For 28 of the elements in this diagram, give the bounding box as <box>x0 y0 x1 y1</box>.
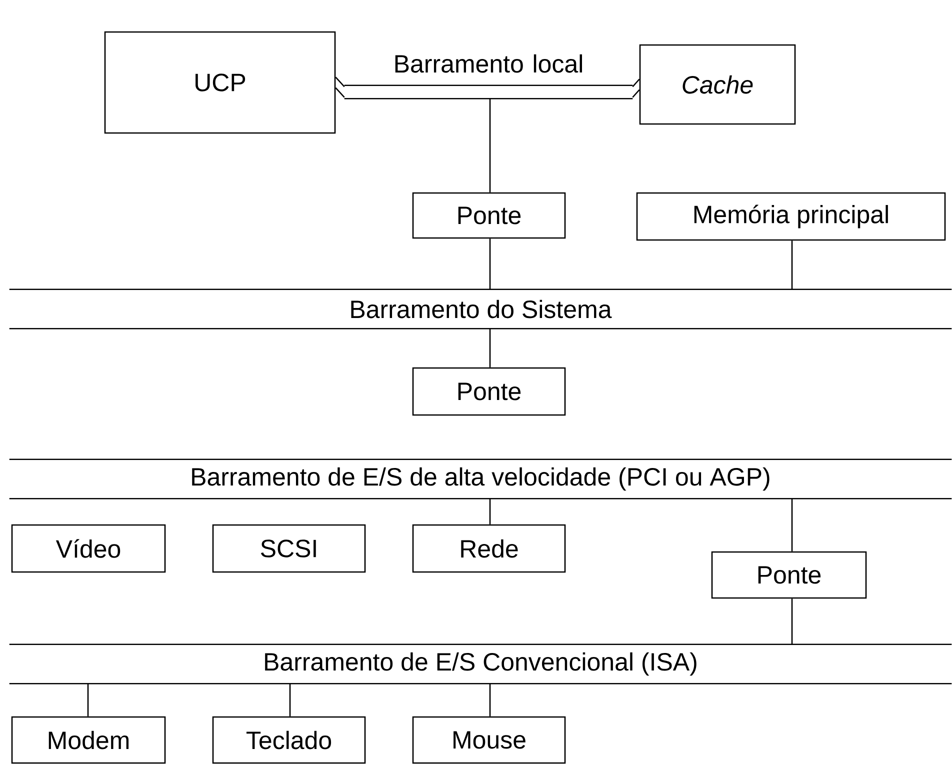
connector-line <box>335 76 345 98</box>
component-box: Modem <box>11 716 166 764</box>
connector-line <box>489 98 491 192</box>
component-box: Memória principal <box>636 192 946 241</box>
connector-line <box>289 684 291 716</box>
connector-line <box>489 238 491 290</box>
component-box: Rede <box>412 524 566 573</box>
connector-line <box>489 684 491 716</box>
component-box: Teclado <box>212 716 366 764</box>
component-box: SCSI <box>212 524 366 573</box>
component-box: Vídeo <box>11 524 166 573</box>
component-box: Cache <box>639 44 796 125</box>
component-box: Ponte <box>412 192 566 239</box>
connector-line <box>791 240 793 290</box>
bus-band: Barramento do Sistema <box>8 288 952 330</box>
component-box: UCP <box>104 31 336 134</box>
connector-line <box>87 684 89 716</box>
connector-line <box>791 498 793 552</box>
connector-line <box>632 78 640 98</box>
connector-line <box>791 598 793 644</box>
bus-band: Barramento local <box>344 54 634 100</box>
component-box: Mouse <box>412 716 566 764</box>
component-box: Ponte <box>711 551 867 599</box>
bus-band: Barramento de E/S Convencional (ISA) <box>8 644 952 684</box>
component-box: Ponte <box>412 367 566 416</box>
bus-band: Barramento de E/S de alta velocidade (PCI ou AGP) <box>8 458 952 500</box>
connector-line <box>489 498 491 524</box>
connector-line <box>489 328 491 368</box>
